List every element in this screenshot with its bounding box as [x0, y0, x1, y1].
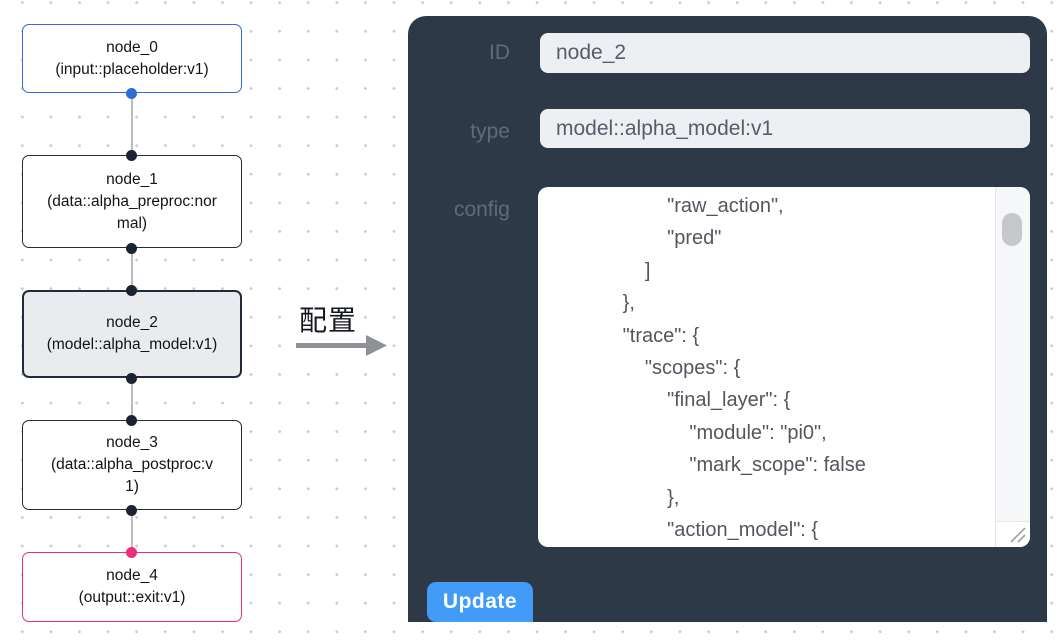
edge-node3-node4 [131, 510, 133, 552]
port-node3-output[interactable] [126, 505, 137, 516]
port-node3-input[interactable] [126, 415, 137, 426]
resize-grip-icon [1010, 527, 1026, 543]
port-node2-input[interactable] [126, 285, 137, 296]
graph-node-node_0[interactable]: node_0 (input::placeholder:v1) [22, 24, 242, 93]
node-title: node_0 [106, 38, 158, 56]
id-field-input[interactable]: node_2 [540, 33, 1030, 73]
config-field-label: config [453, 198, 510, 221]
type-field-value: model::alpha_model:v1 [556, 116, 774, 140]
graph-node-node_3[interactable]: node_3 (data::alpha_postproc:v1) [22, 420, 242, 510]
configure-annotation-label: 配置 [299, 305, 358, 336]
right-arrow-icon [296, 335, 388, 362]
node-title: node_2 [106, 314, 158, 331]
config-scrollbar-thumb[interactable] [1002, 213, 1022, 246]
id-field-value: node_2 [556, 41, 627, 64]
config-textarea[interactable]: "raw_action", "pred" ] }, "trace": { "sc… [538, 187, 1030, 547]
id-field-label: ID [489, 41, 510, 64]
config-scrollbar-track[interactable] [995, 187, 1030, 521]
graph-node-node_4[interactable]: node_4 (output::exit:v1) [22, 552, 242, 622]
node-type: (input::placeholder:v1) [55, 60, 209, 78]
edge-node0-node1 [131, 93, 133, 155]
edge-node2-node3 [131, 378, 133, 420]
port-node4-input[interactable] [126, 547, 137, 558]
node-type: (output::exit:v1) [78, 589, 186, 606]
port-node1-output[interactable] [126, 243, 137, 254]
update-button[interactable]: Update [427, 582, 533, 622]
node-title: node_4 [106, 567, 158, 584]
node-config-panel: ID node_2 type model::alpha_model:v1 con… [408, 16, 1047, 622]
type-field-label: type [470, 120, 510, 143]
textarea-resize-handle[interactable] [995, 521, 1030, 547]
edge-node1-node2 [131, 248, 133, 290]
type-field-input[interactable]: model::alpha_model:v1 [540, 109, 1030, 148]
port-node0-output[interactable] [126, 88, 137, 99]
node-title: node_3 [106, 434, 158, 451]
graph-node-node_1[interactable]: node_1 (data::alpha_preproc:normal) [22, 155, 242, 248]
port-node1-input[interactable] [126, 150, 137, 161]
node-type: (model::alpha_model:v1) [46, 336, 218, 353]
graph-node-node_2-selected[interactable]: node_2 (model::alpha_model:v1) [22, 290, 242, 378]
node-type: (data::alpha_preproc:normal) [47, 192, 217, 232]
config-json-text: "raw_action", "pred" ] }, "trace": { "sc… [622, 195, 866, 542]
node-title: node_1 [106, 170, 158, 188]
node-type: (data::alpha_postproc:v1) [51, 456, 213, 495]
port-node2-output[interactable] [126, 373, 137, 384]
